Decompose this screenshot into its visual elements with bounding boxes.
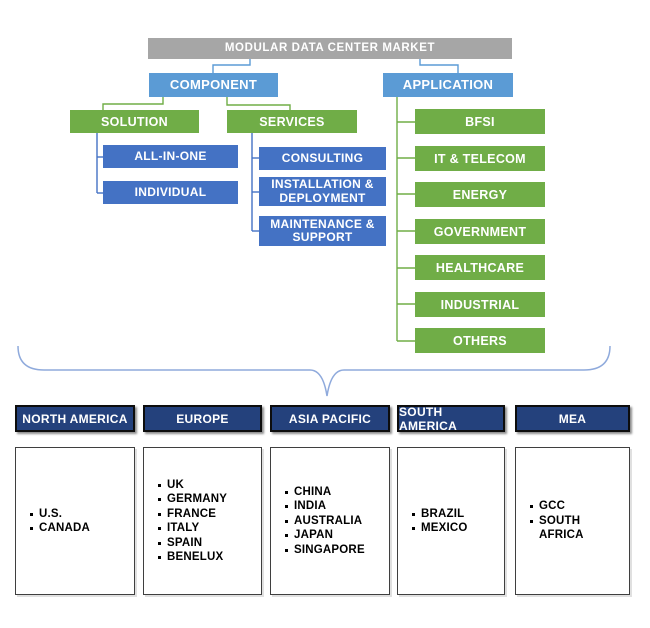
country-item: SINGAPORE bbox=[284, 543, 384, 558]
region-box-europe: UK GERMANY FRANCE ITALY SPAIN BENELUX bbox=[143, 447, 262, 595]
node-services: SERVICES bbox=[227, 110, 357, 133]
node-all-in-one: ALL-IN-ONE bbox=[103, 145, 238, 168]
component-connectors bbox=[102, 97, 291, 110]
node-it-telecom: IT & TELECOM bbox=[415, 146, 545, 171]
region-header-europe: EUROPE bbox=[143, 405, 262, 432]
country-item: SOUTH AFRICA bbox=[529, 514, 599, 543]
node-installation-deployment: INSTALLATION & DEPLOYMENT bbox=[259, 177, 386, 206]
country-list: CHINA INDIA AUSTRALIA JAPAN SINGAPORE bbox=[271, 485, 389, 558]
node-healthcare: HEALTHCARE bbox=[415, 255, 545, 280]
node-solution: SOLUTION bbox=[70, 110, 199, 133]
node-component: COMPONENT bbox=[149, 73, 278, 97]
node-maintenance-support: MAINTENANCE & SUPPORT bbox=[259, 216, 386, 246]
country-item: BENELUX bbox=[157, 550, 256, 565]
country-item: U.S. bbox=[29, 507, 129, 522]
country-item: SPAIN bbox=[157, 536, 256, 551]
regions-brace bbox=[17, 345, 611, 397]
country-item: UK bbox=[157, 478, 256, 493]
country-item: GCC bbox=[529, 499, 599, 514]
country-item: MEXICO bbox=[411, 521, 499, 536]
country-item: BRAZIL bbox=[411, 507, 499, 522]
application-spine bbox=[396, 97, 415, 342]
country-item: CHINA bbox=[284, 485, 384, 500]
country-list: U.S. CANADA bbox=[16, 507, 134, 536]
region-header-asia-pacific: ASIA PACIFIC bbox=[270, 405, 390, 432]
solution-services-connectors bbox=[96, 133, 259, 232]
node-others: OTHERS bbox=[415, 328, 545, 353]
node-bfsi: BFSI bbox=[415, 109, 545, 134]
root-connectors bbox=[212, 59, 459, 73]
node-consulting: CONSULTING bbox=[259, 147, 386, 170]
region-box-south-america: BRAZIL MEXICO bbox=[397, 447, 505, 595]
country-item: ITALY bbox=[157, 521, 256, 536]
country-item: CANADA bbox=[29, 521, 129, 536]
region-box-mea: GCC SOUTH AFRICA bbox=[515, 447, 630, 595]
region-header-south-america: SOUTH AMERICA bbox=[397, 405, 505, 433]
node-individual: INDIVIDUAL bbox=[103, 181, 238, 204]
region-box-asia-pacific: CHINA INDIA AUSTRALIA JAPAN SINGAPORE bbox=[270, 447, 390, 595]
country-list: UK GERMANY FRANCE ITALY SPAIN BENELUX bbox=[144, 478, 261, 565]
country-item: FRANCE bbox=[157, 507, 256, 522]
country-item: AUSTRALIA bbox=[284, 514, 384, 529]
node-industrial: INDUSTRIAL bbox=[415, 292, 545, 317]
country-item: JAPAN bbox=[284, 528, 384, 543]
region-header-north-america: NORTH AMERICA bbox=[15, 405, 135, 432]
country-item: INDIA bbox=[284, 499, 384, 514]
country-list: GCC SOUTH AFRICA bbox=[516, 499, 629, 543]
node-market-root: MODULAR DATA CENTER MARKET bbox=[148, 38, 512, 59]
region-header-mea: MEA bbox=[515, 405, 630, 432]
node-government: GOVERNMENT bbox=[415, 219, 545, 244]
country-list: BRAZIL MEXICO bbox=[398, 507, 504, 536]
country-item: GERMANY bbox=[157, 492, 256, 507]
node-energy: ENERGY bbox=[415, 182, 545, 207]
node-application: APPLICATION bbox=[383, 73, 513, 97]
region-box-north-america: U.S. CANADA bbox=[15, 447, 135, 595]
